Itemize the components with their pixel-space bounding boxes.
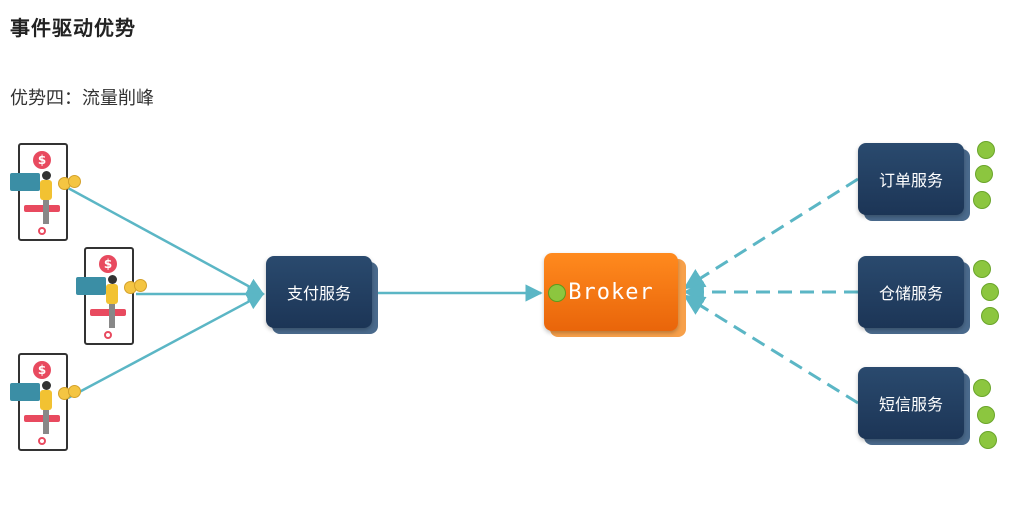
sms-service-node: 短信服务 [858,367,970,445]
edge-sms-broker [683,294,859,405]
storage-service-node: 仓储服务 [858,256,970,334]
dollar-icon: $ [33,361,51,379]
consumer-dot [979,431,997,449]
edge-phone1-payment [67,186,265,296]
consumer-dot [977,141,995,159]
payment-service-node: 支付服务 [266,256,378,334]
consumer-dot [977,406,995,424]
consumer-dot [973,260,991,278]
edge-order-broker [683,177,859,290]
broker-label: Broker [544,253,678,331]
payment-service-label: 支付服务 [266,256,372,328]
edge-phone3-payment [67,292,265,400]
broker-input-port [548,284,566,302]
page-title: 事件驱动优势 [10,16,136,40]
order-service-label: 订单服务 [858,143,964,215]
consumer-dot [973,379,991,397]
storage-service-label: 仓储服务 [858,256,964,328]
dollar-icon: $ [99,255,117,273]
consumer-dot [981,283,999,301]
broker-node: Broker [544,253,686,337]
consumer-dot [973,191,991,209]
consumer-dot [981,307,999,325]
page-subtitle: 优势四：流量削峰 [10,88,154,109]
order-service-node: 订单服务 [858,143,970,221]
dollar-icon: $ [33,151,51,169]
consumer-dot [975,165,993,183]
sms-service-label: 短信服务 [858,367,964,439]
